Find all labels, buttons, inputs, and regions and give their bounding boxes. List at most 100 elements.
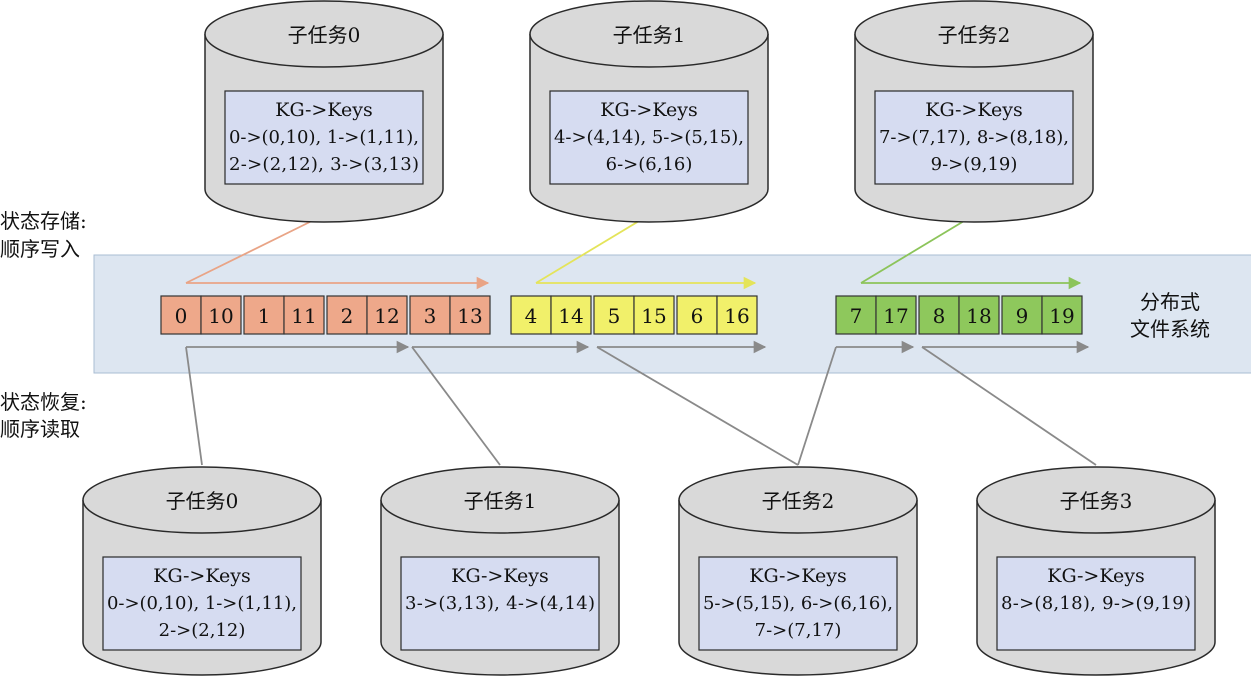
key-group-value: 6 [691, 304, 704, 328]
keys-line: 2->(2,12), 3->(3,13) [229, 154, 419, 175]
kg-pair: 8 18 [918, 295, 1000, 335]
keys-box [400, 556, 600, 651]
subtask-title: 子任务1 [613, 23, 686, 47]
key-group-value: 2 [341, 304, 354, 328]
key-cell [1041, 295, 1083, 335]
keys-line: 2->(2,12) [159, 620, 246, 641]
kg-pair: 4 14 [510, 295, 592, 335]
key-cell [550, 295, 592, 335]
kg-pair: 6 16 [676, 295, 758, 335]
keys-line: 7->(7,17) [755, 620, 842, 641]
cylinder-top [976, 466, 1216, 534]
cylinder-top [678, 466, 918, 534]
key-cell [200, 295, 242, 335]
kg-pair: 3 13 [409, 295, 491, 335]
fs-label-line1: 分布式 [1140, 290, 1200, 314]
keys-line: 4->(4,14), 5->(5,15), [554, 127, 744, 148]
key-group-cell [243, 295, 285, 335]
write-connectors [185, 214, 1082, 290]
fs-label-line2: 文件系统 [1130, 317, 1210, 341]
keys-line: 8->(8,18), 9->(9,19) [1001, 593, 1191, 614]
keys-line: 3->(3,13), 4->(4,14) [405, 593, 595, 614]
kg-pair: 9 19 [1001, 295, 1083, 335]
key-group-value: 1 [258, 304, 271, 328]
key-group-cell [1001, 295, 1043, 335]
key-value: 12 [374, 304, 399, 328]
kg-pair: 2 12 [326, 295, 408, 335]
kg-pair: 5 15 [593, 295, 675, 335]
keys-header: KG->Keys [451, 565, 548, 587]
subtask-title: 子任务0 [288, 23, 361, 47]
keys-line: 0->(0,10), 1->(1,11), [107, 593, 297, 614]
read-diagonal [185, 346, 203, 466]
key-value: 13 [457, 304, 482, 328]
key-value: 11 [291, 304, 316, 328]
key-group-value: 7 [850, 304, 863, 328]
read-diagonal [596, 346, 799, 466]
keys-box [224, 90, 424, 185]
read-diagonal [921, 346, 1097, 466]
key-cell [633, 295, 675, 335]
key-group-cell [918, 295, 960, 335]
key-group-value: 3 [424, 304, 437, 328]
key-cell [283, 295, 325, 335]
keys-header: KG->Keys [600, 99, 697, 121]
write-diagonal [535, 214, 650, 284]
key-value: 16 [724, 304, 749, 328]
keys-box [874, 90, 1074, 185]
key-cell [716, 295, 758, 335]
keys-header: KG->Keys [153, 565, 250, 587]
write-label-line2: 顺序写入 [0, 237, 80, 261]
subtask-title: 子任务3 [1060, 489, 1133, 513]
write-label-line1: 状态存储: [0, 209, 87, 233]
read-diagonal [797, 346, 837, 466]
keys-header: KG->Keys [275, 99, 372, 121]
keys-header: KG->Keys [749, 565, 846, 587]
subtask-title: 子任务1 [464, 489, 537, 513]
key-value: 10 [208, 304, 233, 328]
subtask-title: 子任务0 [166, 489, 239, 513]
key-cell [958, 295, 1000, 335]
subtask-title: 子任务2 [938, 23, 1011, 47]
key-group-value: 5 [608, 304, 621, 328]
key-group-value: 9 [1016, 304, 1029, 328]
keys-header: KG->Keys [1047, 565, 1144, 587]
key-group-value: 4 [525, 304, 538, 328]
key-cell [449, 295, 491, 335]
key-value: 15 [641, 304, 666, 328]
key-group-cell [676, 295, 718, 335]
keys-box [996, 556, 1196, 651]
keys-line: 6->(6,16) [606, 154, 693, 175]
keys-line: 5->(5,15), 6->(6,16), [703, 593, 893, 614]
cylinder-top [204, 0, 444, 68]
key-cell [366, 295, 408, 335]
write-diagonal [185, 214, 325, 284]
keys-box [102, 556, 302, 651]
key-group-cell [160, 295, 202, 335]
cylinder-top [380, 466, 620, 534]
key-value: 18 [966, 304, 991, 328]
keys-line: 7->(7,17), 8->(8,18), [879, 127, 1069, 148]
cylinder-top [854, 0, 1094, 68]
read-connectors [185, 340, 1097, 466]
keys-line: 9->(9,19) [931, 154, 1018, 175]
read-label-line2: 顺序读取 [0, 417, 80, 441]
read-diagonal [411, 346, 501, 466]
cylinder-top [529, 0, 769, 68]
cylinder-top [82, 466, 322, 534]
key-value: 19 [1049, 304, 1074, 328]
key-group-value: 8 [933, 304, 946, 328]
key-value: 14 [558, 304, 583, 328]
